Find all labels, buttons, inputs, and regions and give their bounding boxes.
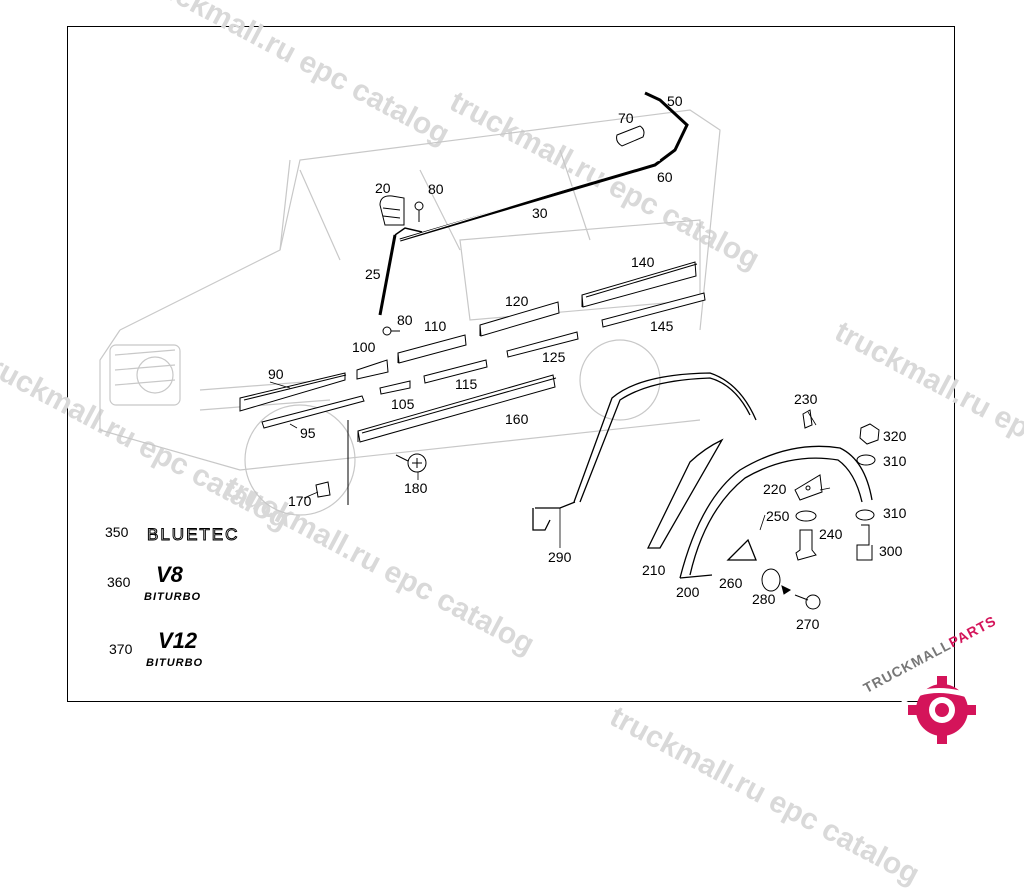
gear-icon xyxy=(900,676,983,744)
emblem-v8-biturbo: BITURBO xyxy=(144,591,201,603)
emblem-v12: V12 xyxy=(158,628,198,653)
callout-60: 60 xyxy=(657,169,673,185)
parts-diagram: 20 80 30 25 50 70 60 80 90 95 100 105 11… xyxy=(99,91,907,670)
callout-360: 360 xyxy=(107,574,131,590)
callout-100: 100 xyxy=(352,339,376,355)
emblem-bluetec: BLUETEC xyxy=(147,525,239,544)
callout-350: 350 xyxy=(105,524,129,540)
flare-hardware xyxy=(761,409,880,610)
callout-70: 70 xyxy=(618,110,634,126)
moldings xyxy=(239,261,706,443)
callout-50: 50 xyxy=(667,93,683,109)
callout-labels: 20 80 30 25 50 70 60 80 90 95 100 105 11… xyxy=(105,93,907,657)
screw-part xyxy=(382,201,424,336)
callout-90: 90 xyxy=(268,366,284,382)
callout-80: 80 xyxy=(428,181,444,197)
callout-160: 160 xyxy=(505,411,529,427)
callout-370: 370 xyxy=(109,641,133,657)
callout-25: 25 xyxy=(365,266,381,282)
callout-140: 140 xyxy=(631,254,655,270)
callout-200: 200 xyxy=(676,584,700,600)
brand-logo: TRUCKMALLPARTS xyxy=(860,612,1022,750)
bracket-170 xyxy=(315,420,349,505)
callout-310: 310 xyxy=(883,453,907,469)
callout-290: 290 xyxy=(548,549,572,565)
callout-110: 110 xyxy=(424,318,447,334)
callout-180: 180 xyxy=(404,480,428,496)
leader-lines xyxy=(269,381,831,548)
callout-230: 230 xyxy=(794,391,818,407)
cap-part xyxy=(616,125,645,147)
callout-240: 240 xyxy=(819,526,843,542)
drip-rail xyxy=(378,91,689,316)
diagram-frame xyxy=(67,26,955,702)
callout-115: 115 xyxy=(455,376,478,392)
clip-part xyxy=(379,195,405,226)
callout-270: 270 xyxy=(796,616,820,632)
callout-210: 210 xyxy=(642,562,666,578)
screw-180 xyxy=(395,453,427,473)
callout-95: 95 xyxy=(300,425,316,441)
callout-80: 80 xyxy=(397,312,413,328)
arrow-270 xyxy=(781,585,791,595)
callout-260: 260 xyxy=(719,575,743,591)
callout-120: 120 xyxy=(505,293,529,309)
emblem-v12-biturbo: BITURBO xyxy=(146,657,203,669)
callout-320: 320 xyxy=(883,428,907,444)
emblems: BLUETEC V8 BITURBO V12 BITURBO xyxy=(144,525,239,670)
callout-300: 300 xyxy=(879,543,903,559)
callout-30: 30 xyxy=(532,205,548,221)
callout-105: 105 xyxy=(391,396,415,412)
callout-20: 20 xyxy=(375,180,391,196)
callout-170: 170 xyxy=(288,493,312,509)
callout-310: 310 xyxy=(883,505,907,521)
callout-145: 145 xyxy=(650,318,674,334)
fender-flares xyxy=(532,372,873,579)
callout-125: 125 xyxy=(542,349,566,365)
emblem-v8: V8 xyxy=(156,562,184,587)
callout-220: 220 xyxy=(763,481,787,497)
callout-280: 280 xyxy=(752,591,776,607)
callout-250: 250 xyxy=(766,508,790,524)
